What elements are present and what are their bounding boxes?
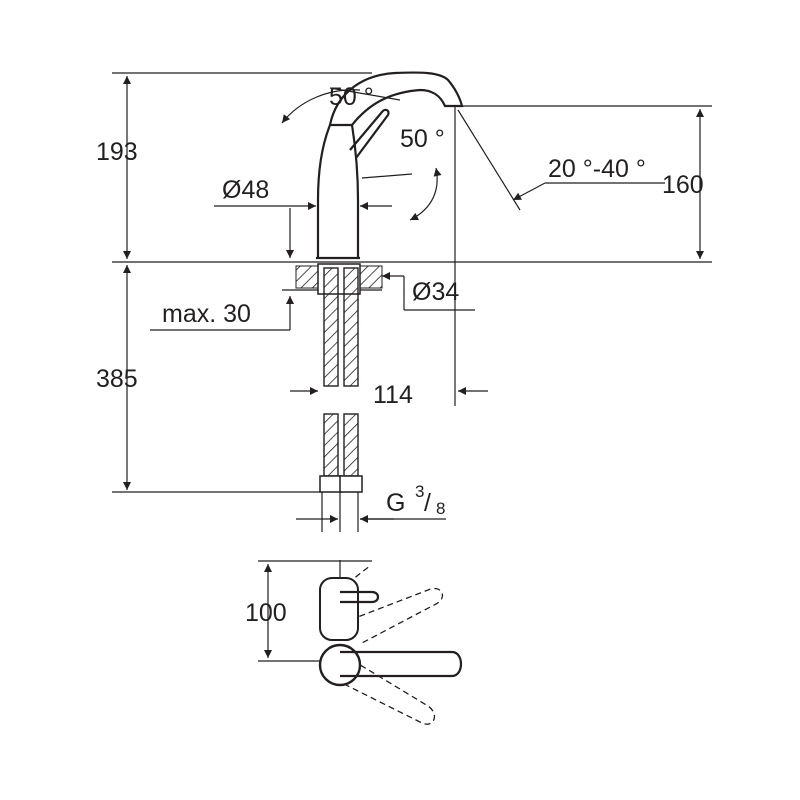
reach-dimension: 114 <box>290 262 488 409</box>
lever-swing-upper <box>349 587 444 645</box>
thread-denominator: 8 <box>436 499 445 518</box>
hose-length-dimension: 385 <box>96 265 320 493</box>
thread-numerator: 3 <box>415 482 424 501</box>
plan-body <box>319 577 359 641</box>
spout-height-label: 160 <box>662 171 704 199</box>
hose-length-label: 385 <box>96 365 138 393</box>
lever-handle <box>349 108 390 159</box>
spout-height-dimension: 160 <box>462 105 712 259</box>
side-elevation: 193 160 50 ° 50 ° <box>96 71 712 532</box>
reach-label: 114 <box>373 381 413 409</box>
thread-slash: / <box>424 489 431 517</box>
body-diameter-dimension: Ø48 <box>214 176 392 210</box>
plan-depth-label: 100 <box>245 599 287 627</box>
plan-view: 100 <box>245 560 463 725</box>
supply-hoses-lower <box>319 413 363 532</box>
body-diameter-label: Ø48 <box>222 176 269 204</box>
lever-angle-side: 50 ° <box>361 125 445 221</box>
lever-swing-lower <box>339 659 436 725</box>
lever-angle-up-label: 50 ° <box>329 83 374 111</box>
total-height-dimension: 193 <box>96 72 372 259</box>
spout-angle: 20 °-40 ° <box>454 106 665 262</box>
faucet-body <box>316 71 464 260</box>
spout-angle-label: 20 °-40 ° <box>548 155 646 183</box>
lever-angle-side-label: 50 ° <box>400 125 445 153</box>
hole-diameter-label: Ø34 <box>412 278 459 306</box>
total-height-label: 193 <box>96 138 138 166</box>
thread-dimension: G 3 / 8 <box>296 482 446 523</box>
supply-hoses-upper <box>323 267 359 387</box>
max-thickness-dimension: max. 30 <box>150 300 290 331</box>
max-thickness-label: max. 30 <box>162 300 251 328</box>
spout <box>328 71 464 126</box>
plan-lever <box>340 650 463 678</box>
hole-diameter-dimension: Ø34 <box>382 272 475 311</box>
lever-angle-up: 50 ° <box>281 83 401 124</box>
thread-prefix: G <box>386 489 405 517</box>
